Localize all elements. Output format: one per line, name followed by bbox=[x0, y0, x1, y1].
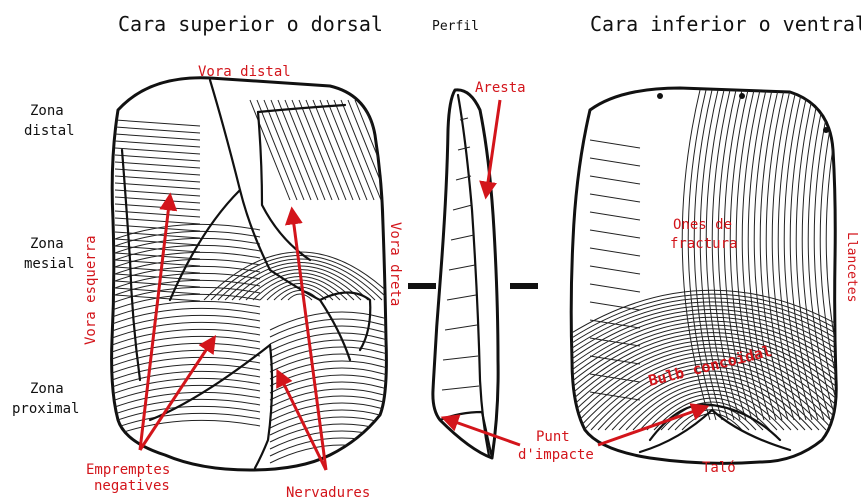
dorsal-face-drawing bbox=[112, 78, 423, 470]
zone-distal-line1: Zona bbox=[30, 103, 64, 119]
label-punt-line2: d'impacte bbox=[518, 447, 594, 463]
label-vora-distal: Vora distal bbox=[198, 64, 291, 80]
zone-mesial-label: Zona mesial bbox=[24, 236, 75, 272]
arrow-aresta bbox=[486, 100, 500, 196]
label-ones-line2: fractura bbox=[670, 236, 737, 252]
label-llancetes: Llancetes bbox=[844, 232, 859, 302]
label-vora-esquerra: Vora esquerra bbox=[83, 235, 99, 345]
zone-distal-line2: distal bbox=[24, 123, 75, 139]
label-nervadures: Nervadures bbox=[286, 485, 370, 501]
header-ventral: Cara inferior o ventral bbox=[590, 12, 861, 36]
label-talo: Taló bbox=[702, 460, 736, 476]
zone-mesial-line2: mesial bbox=[24, 256, 75, 272]
zone-proximal-label: Zona proximal bbox=[12, 381, 79, 417]
separator-left-dash bbox=[408, 283, 436, 289]
label-punt-impacte: Punt d'impacte bbox=[518, 429, 594, 463]
label-punt-line1: Punt bbox=[536, 429, 570, 445]
zone-proximal-line1: Zona bbox=[30, 381, 64, 397]
ventral-notch-1 bbox=[657, 93, 663, 99]
separator-right-dash bbox=[510, 283, 538, 289]
zone-distal-label: Zona distal bbox=[24, 103, 75, 139]
zone-mesial-line1: Zona bbox=[30, 236, 64, 252]
label-emprentes-line2: negatives bbox=[94, 478, 170, 494]
ventral-face-drawing bbox=[458, 88, 861, 463]
header-profile: Perfil bbox=[432, 19, 479, 34]
label-emprentes-negatives: Empremptes negatives bbox=[86, 462, 170, 494]
label-emprentes-line1: Empremptes bbox=[86, 462, 170, 478]
label-vora-dreta: Vora dreta bbox=[387, 222, 403, 306]
header-dorsal: Cara superior o dorsal bbox=[118, 12, 383, 36]
zone-proximal-line2: proximal bbox=[12, 401, 79, 417]
label-aresta: Aresta bbox=[475, 80, 526, 96]
ventral-notch-2 bbox=[739, 93, 745, 99]
profile-drawing bbox=[433, 90, 498, 458]
label-ones-line1: Ones de bbox=[673, 217, 732, 233]
ventral-notch-3 bbox=[823, 127, 829, 133]
